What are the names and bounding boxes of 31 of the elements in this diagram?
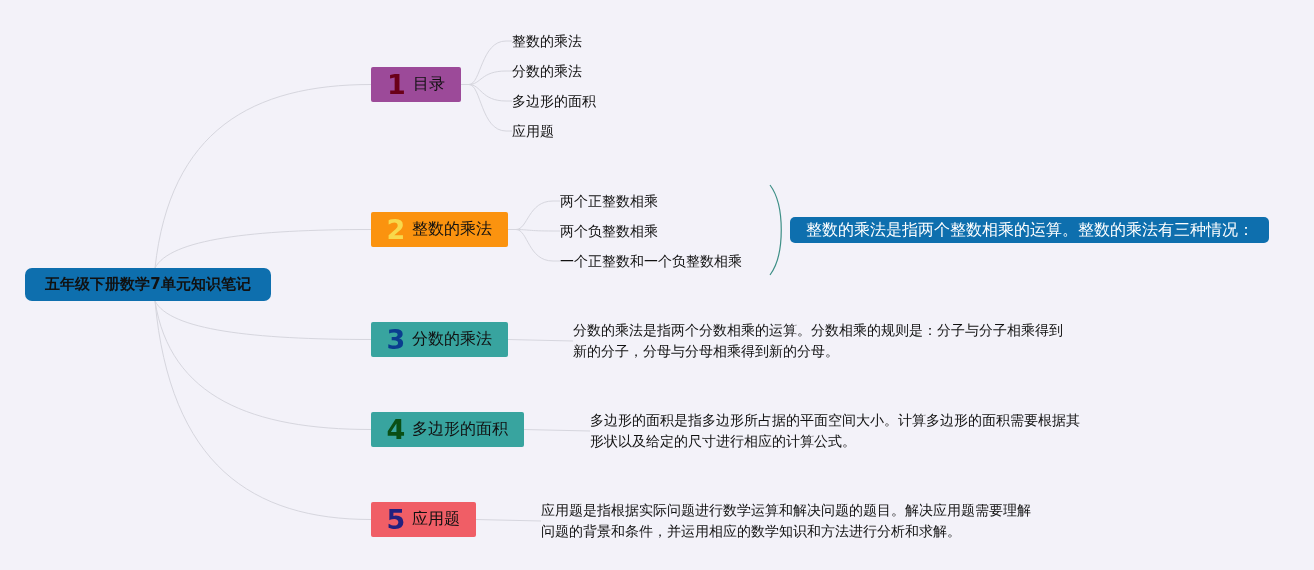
topic-title: 多边形的面积 xyxy=(412,419,509,440)
topic-number: 1 xyxy=(387,71,406,98)
connector-line xyxy=(154,84,372,269)
connector-line xyxy=(154,300,372,520)
leaf-text: 应用题 xyxy=(512,121,622,141)
description-text: 应用题是指根据实际问题进行数学运算和解决问题的题目。解决应用题需要理解问题的背景和条件，并运用相应的数学知识和方法进行分析和求解。 xyxy=(541,500,1037,542)
topic-number: 5 xyxy=(386,506,406,533)
topic-title: 整数的乘法 xyxy=(412,219,493,240)
topic-box xyxy=(371,412,524,447)
topic-number: 3 xyxy=(386,326,406,353)
topic-box xyxy=(371,212,508,247)
topic-number: 2 xyxy=(386,216,406,243)
description-text: 多边形的面积是指多边形所占据的平面空间大小。计算多边形的面积需要根据其形状以及给定的尺寸进行相应的计算公式。 xyxy=(590,410,1086,452)
connector-line xyxy=(154,300,372,340)
leaf-text: 分数的乘法 xyxy=(512,61,622,81)
topic-title: 分数的乘法 xyxy=(412,329,493,350)
topic-title: 目录 xyxy=(412,74,445,95)
leaf-text: 多边形的面积 xyxy=(512,91,622,111)
leaf-text: 两个负整数相乘 xyxy=(560,221,760,241)
topic-box xyxy=(371,322,508,357)
summary-box: 整数的乘法是指两个整数相乘的运算。整数的乘法有三种情况： xyxy=(790,217,1269,243)
leaf-text: 一个正整数和一个负整数相乘 xyxy=(560,251,760,271)
root-box: 五年级下册数学7单元知识笔记 xyxy=(25,268,271,301)
topic-box xyxy=(371,502,476,537)
description-text: 分数的乘法是指两个分数相乘的运算。分数相乘的规则是：分子与分子相乘得到新的分子，分母与分母相乘得到新的分母。 xyxy=(573,320,1069,362)
topic-box xyxy=(371,67,461,102)
leaf-text: 整数的乘法 xyxy=(512,31,622,51)
topic-title: 应用题 xyxy=(412,509,461,530)
connector-line xyxy=(154,229,372,269)
topic-number: 4 xyxy=(386,416,406,443)
leaf-text: 两个正整数相乘 xyxy=(560,191,760,211)
